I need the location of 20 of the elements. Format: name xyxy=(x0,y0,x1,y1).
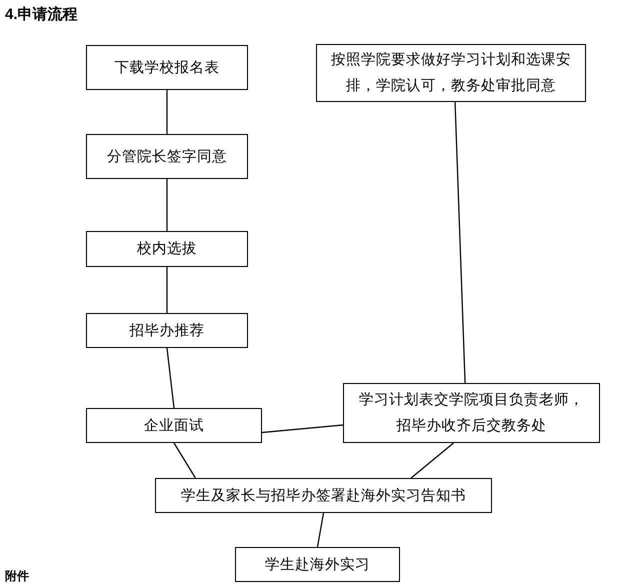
connector-line xyxy=(166,348,175,408)
connector-line xyxy=(166,90,168,134)
heading: 4.申请流程 xyxy=(5,5,78,24)
process-box: 招毕办推荐 xyxy=(86,313,248,348)
connector-line xyxy=(262,424,344,434)
connector-line xyxy=(166,179,168,231)
process-box: 下载学校报名表 xyxy=(86,45,248,90)
process-box: 学生赴海外实习 xyxy=(235,547,400,582)
connector-line xyxy=(410,442,454,478)
note-text: 附件 xyxy=(5,568,29,585)
connector-line xyxy=(173,442,196,478)
connector-line xyxy=(316,512,324,548)
process-box: 学习计划表交学院项目负责老师，招毕办收齐后交教务处 xyxy=(343,383,600,443)
process-box: 学生及家长与招毕办签署赴海外实习告知书 xyxy=(155,478,492,513)
connector-line xyxy=(454,102,466,384)
process-box: 分管院长签字同意 xyxy=(86,134,248,179)
process-box: 校内选拔 xyxy=(86,231,248,267)
connector-line xyxy=(166,267,168,313)
process-box: 按照学院要求做好学习计划和选课安排，学院认可，教务处审批同意 xyxy=(316,44,586,102)
process-box: 企业面试 xyxy=(86,408,262,443)
